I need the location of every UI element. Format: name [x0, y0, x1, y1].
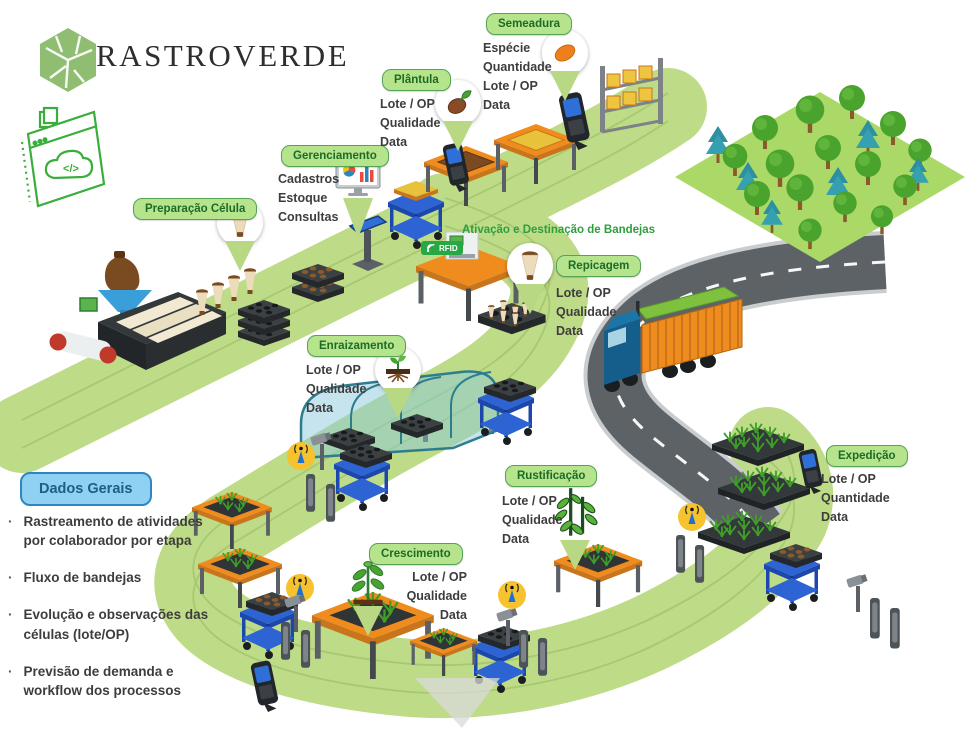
detail-line: Quantidade	[821, 491, 890, 505]
detail-line: Qualidade	[556, 305, 617, 319]
bullet-icon: ·	[8, 570, 13, 586]
bullet-icon: ·	[8, 607, 13, 623]
path-lane-lines	[21, 92, 796, 694]
pin-repicagem	[507, 243, 553, 314]
detail-line: Quantidade	[483, 60, 552, 74]
bullet-icon: ·	[8, 663, 13, 679]
detail-line: Qualidade	[406, 589, 467, 603]
detail-line: Qualidade	[380, 116, 441, 130]
detail-line: Qualidade	[502, 513, 563, 527]
pin-pointer	[443, 121, 473, 151]
list-item: · Rastreamento de atividades por colabor…	[8, 512, 230, 550]
detail-line: Consultas	[278, 210, 339, 224]
rfid-waves-icon	[426, 244, 435, 253]
growing-plant-icon	[348, 560, 388, 611]
stage-badge-rustificacao: Rustificação	[505, 465, 598, 487]
stage-details-expedicao: Lote / OP Quantidade Data	[821, 470, 890, 527]
detail-line: Data	[821, 510, 849, 524]
stage-details-gerenciamento: Cadastros Estoque Consultas	[278, 170, 339, 227]
pin-semeadura	[542, 30, 588, 101]
forest	[675, 85, 965, 262]
detail-line: Lote / OP	[502, 494, 557, 508]
stage-details-rustificacao: Lote / OP Qualidade Data	[502, 492, 562, 549]
brand-wordmark: RASTROVERDE	[96, 38, 350, 73]
detail-line: Data	[556, 324, 584, 338]
table-shadow	[415, 678, 500, 728]
list-item-text: Previsão de demanda e workflow dos proce…	[23, 663, 182, 698]
activation-annotation: Ativação e Destinação de Bandejas	[462, 224, 656, 236]
pin-pointer	[383, 388, 413, 418]
detail-line: Espécie	[483, 41, 531, 55]
list-item-text: Fluxo de bandejas	[23, 570, 142, 586]
cell-preparation-machine	[49, 251, 226, 370]
pin-pointer	[550, 71, 580, 101]
detail-line: Data	[502, 532, 530, 546]
stage-details-plantula: Lote / OP Qualidade Data	[380, 95, 440, 152]
bullet-icon: ·	[8, 514, 13, 529]
pin-pointer	[560, 540, 590, 570]
hardened-plant-icon	[552, 486, 598, 545]
list-item-text: Evolução e observações das células (lote…	[23, 607, 209, 642]
stage-badge-plantula: Plântula	[382, 69, 451, 91]
code-cloud-icon: </>	[63, 163, 79, 175]
stage-badge-preparacao-celula: Preparação Célula	[133, 198, 258, 220]
pin-rustificacao	[552, 486, 598, 570]
detail-line: Data	[483, 98, 511, 112]
detail-line: Lote / OP	[556, 286, 611, 300]
storage-shelf	[600, 58, 663, 134]
detail-line: Lote / OP	[483, 79, 538, 93]
detail-line: Data	[439, 608, 467, 622]
rfid-tag-icon: RFID	[421, 241, 463, 255]
pin-pointer	[343, 198, 373, 238]
detail-line: Lote / OP	[380, 97, 435, 111]
stage-badge-semeadura: Semeadura	[486, 13, 573, 35]
stage-details-semeadura: Espécie Quantidade Lote / OP Data	[483, 39, 552, 115]
paper-pot-icon	[507, 243, 553, 289]
sensor-cluster-far-right	[846, 573, 900, 649]
pin-pointer	[225, 241, 255, 271]
brand-hexagon-logo	[40, 28, 96, 92]
detail-line: Data	[380, 135, 408, 149]
list-item-text: Rastreamento de atividades por colaborad…	[23, 514, 203, 549]
stage-details-repicagem: Lote / OP Qualidade Data	[556, 284, 616, 341]
pin-pointer	[353, 606, 383, 636]
pin-gerenciamento	[334, 156, 382, 238]
detail-line: Cadastros	[278, 172, 340, 186]
detail-line: Qualidade	[306, 382, 367, 396]
truck	[604, 286, 743, 392]
general-data-badge: Dados Gerais	[20, 472, 152, 506]
general-data-list: · Rastreamento de atividades por colabor…	[8, 512, 230, 718]
stage-badge-enraizamento: Enraizamento	[307, 335, 407, 357]
list-item: · Previsão de demanda e workflow dos pro…	[8, 662, 230, 700]
pin-enraizamento	[375, 347, 421, 418]
stage-badge-gerenciamento: Gerenciamento	[281, 145, 389, 167]
stage-badge-expedicao: Expedição	[826, 445, 908, 467]
seed-icon	[542, 30, 588, 76]
software-browser-icon	[20, 106, 106, 208]
pin-pointer	[515, 284, 545, 314]
green-path	[0, 68, 834, 719]
rfid-label: RFID	[439, 243, 458, 253]
detail-line: Lote / OP	[412, 570, 467, 584]
detail-line: Estoque	[278, 191, 328, 205]
stage-details-crescimento: Lote / OP Qualidade Data	[377, 568, 467, 625]
pin-crescimento	[348, 560, 388, 636]
list-item: · Evolução e observações das células (lo…	[8, 605, 230, 643]
detail-line: Data	[306, 401, 334, 415]
stage-badge-crescimento: Crescimento	[369, 543, 463, 565]
detail-line: Lote / OP	[306, 363, 361, 377]
detail-line: Lote / OP	[821, 472, 876, 486]
stage-badge-repicagem: Repicagem	[556, 255, 642, 277]
list-item: · Fluxo de bandejas	[8, 568, 230, 587]
stage-details-enraizamento: Lote / OP Qualidade Data	[306, 361, 366, 418]
